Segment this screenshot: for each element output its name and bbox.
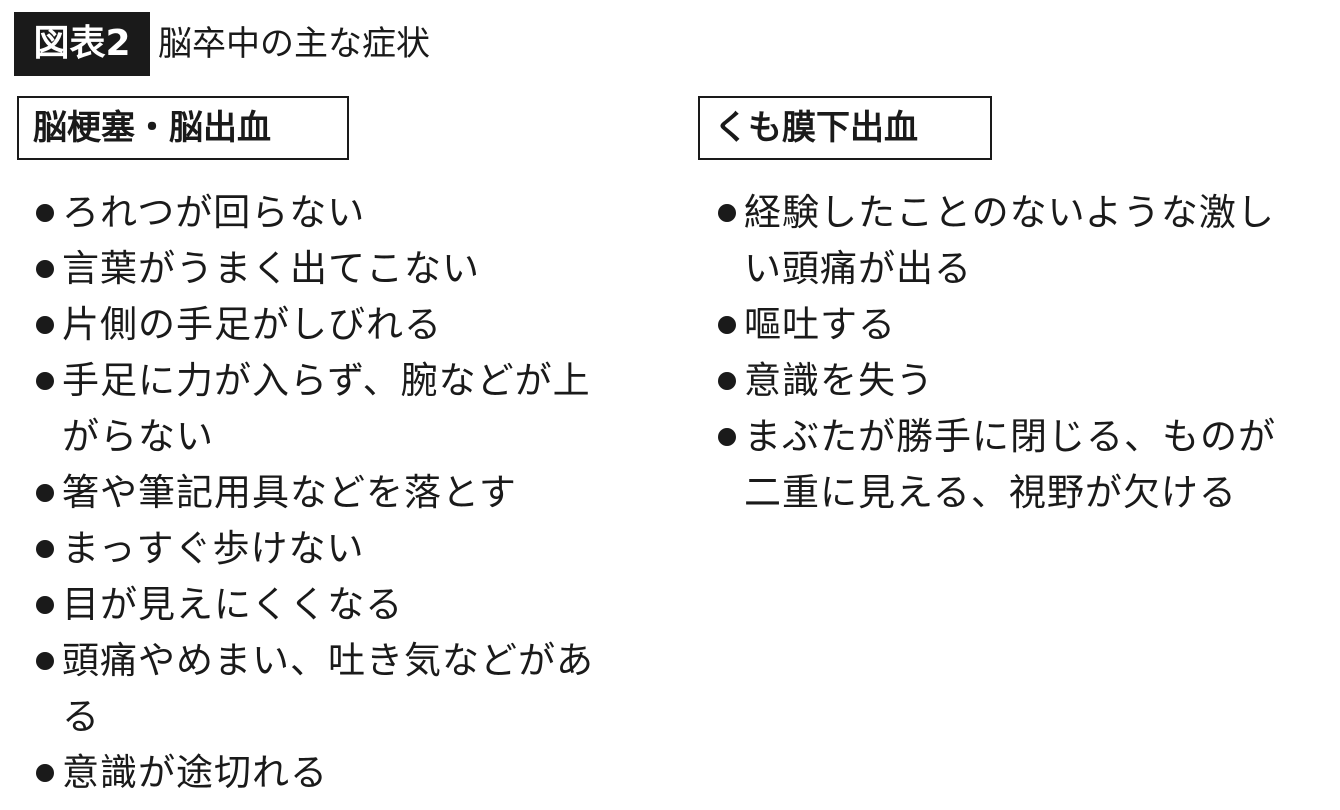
bullet-icon — [36, 260, 54, 278]
bullet-icon — [718, 372, 736, 390]
bullet-icon — [36, 596, 54, 614]
right-symptom-list: 経験したことのないような激しい頭痛が出る嘔吐する意識を失うまぶたが勝手に閉じる、… — [718, 185, 1308, 521]
list-item: 意識が途切れる — [36, 745, 626, 801]
list-item-text: 嘔吐する — [744, 303, 896, 346]
bullet-icon — [718, 428, 736, 446]
bullet-icon — [718, 316, 736, 334]
list-item: 目が見えにくくなる — [36, 577, 626, 633]
bullet-icon — [36, 204, 54, 222]
bullet-icon — [36, 540, 54, 558]
bullet-icon — [36, 316, 54, 334]
figure-label: 図表2 — [14, 12, 150, 76]
list-item: まぶたが勝手に閉じる、ものが二重に見える、視野が欠ける — [718, 409, 1308, 521]
list-item: ろれつが回らない — [36, 185, 626, 241]
list-item-text: 手足に力が入らず、腕などが上がらない — [62, 359, 591, 458]
list-item: 言葉がうまく出てこない — [36, 241, 626, 297]
list-item-text: 片側の手足がしびれる — [62, 303, 442, 346]
left-section-heading: 脳梗塞・脳出血 — [17, 96, 349, 160]
list-item: 手足に力が入らず、腕などが上がらない — [36, 353, 626, 465]
right-section-heading: くも膜下出血 — [698, 96, 992, 160]
list-item-text: 経験したことのないような激しい頭痛が出る — [744, 191, 1275, 290]
list-item-text: ろれつが回らない — [62, 191, 366, 234]
list-item: 嘔吐する — [718, 297, 1308, 353]
list-item: まっすぐ歩けない — [36, 521, 626, 577]
list-item-text: 意識を失う — [744, 359, 934, 402]
list-item-text: 意識が途切れる — [62, 751, 328, 794]
list-item-text: 目が見えにくくなる — [62, 583, 404, 626]
list-item-text: まっすぐ歩けない — [62, 527, 365, 570]
list-item: 頭痛やめまい、吐き気などがある — [36, 633, 626, 745]
list-item: 意識を失う — [718, 353, 1308, 409]
list-item: 箸や筆記用具などを落とす — [36, 465, 626, 521]
list-item-text: 頭痛やめまい、吐き気などがある — [62, 639, 594, 738]
bullet-icon — [36, 764, 54, 782]
list-item: 経験したことのないような激しい頭痛が出る — [718, 185, 1308, 297]
list-item: 片側の手足がしびれる — [36, 297, 626, 353]
bullet-icon — [36, 652, 54, 670]
list-item-text: 箸や筆記用具などを落とす — [62, 471, 517, 514]
list-item-text: まぶたが勝手に閉じる、ものが二重に見える、視野が欠ける — [744, 415, 1276, 514]
figure-title: 脳卒中の主な症状 — [158, 24, 430, 64]
bullet-icon — [718, 204, 736, 222]
bullet-icon — [36, 484, 54, 502]
list-item-text: 言葉がうまく出てこない — [62, 247, 480, 290]
bullet-icon — [36, 372, 54, 390]
left-symptom-list: ろれつが回らない言葉がうまく出てこない片側の手足がしびれる手足に力が入らず、腕な… — [36, 185, 626, 801]
